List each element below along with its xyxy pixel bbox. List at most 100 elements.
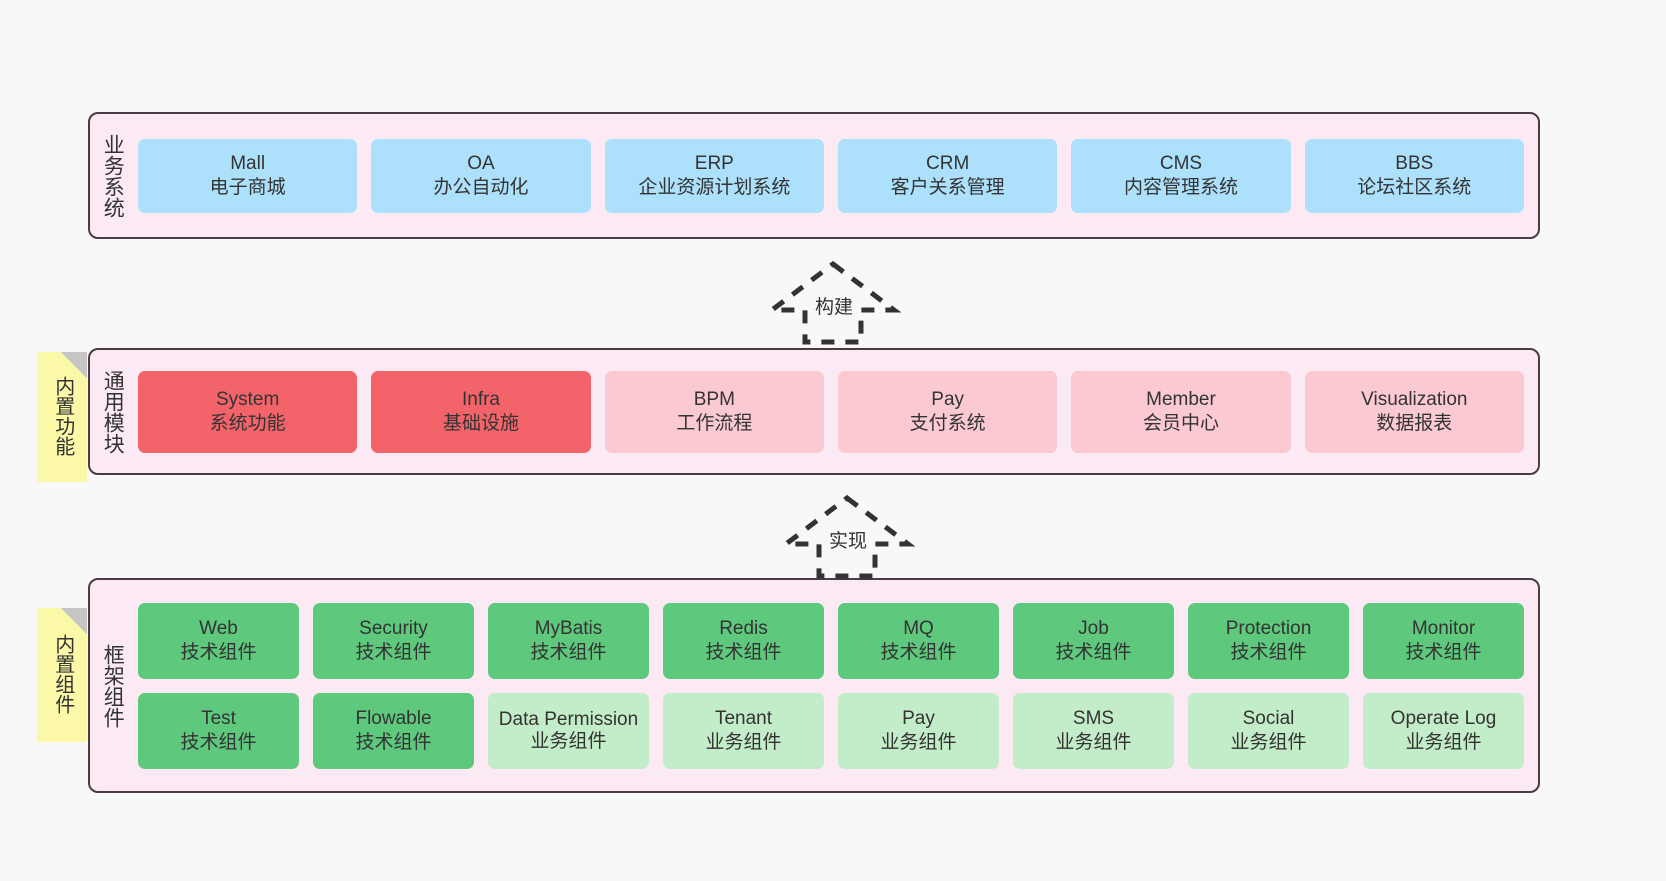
node-cms[interactable]: CMS 内容管理系统: [1071, 138, 1291, 213]
node-oa[interactable]: OA 办公自动化: [371, 138, 591, 213]
node-flowable[interactable]: Flowable 技术组件: [313, 692, 474, 769]
node-monitor[interactable]: Monitor 技术组件: [1363, 602, 1524, 679]
connector-build-label: 构建: [813, 297, 856, 318]
node-redis[interactable]: Redis 技术组件: [663, 602, 824, 679]
node-redis-name: Redis: [719, 617, 768, 639]
node-mq[interactable]: MQ 技术组件: [838, 602, 999, 679]
node-sms-name: SMS: [1072, 707, 1115, 729]
node-pay-module-name: Pay: [931, 388, 965, 410]
node-job-sub: 技术组件: [1055, 641, 1132, 663]
node-monitor-sub: 技术组件: [1405, 641, 1482, 663]
node-redis-sub: 技术组件: [705, 641, 782, 663]
node-test-sub: 技术组件: [180, 731, 257, 753]
node-social-sub: 业务组件: [1230, 731, 1307, 753]
node-data-permission-name: Data Permission: [498, 708, 639, 730]
node-oa-sub: 办公自动化: [433, 176, 529, 198]
node-operate-log-name: Operate Log: [1390, 707, 1497, 729]
node-mybatis[interactable]: MyBatis 技术组件: [488, 602, 649, 679]
node-visualization-sub: 数据报表: [1376, 412, 1453, 434]
node-crm-sub: 客户关系管理: [890, 176, 1005, 198]
connector-build: 构建: [748, 258, 918, 346]
node-member-sub: 会员中心: [1142, 412, 1219, 434]
node-pay-module[interactable]: Pay 支付系统: [837, 370, 1058, 453]
node-sms[interactable]: SMS 业务组件: [1013, 692, 1174, 769]
node-security-sub: 技术组件: [355, 641, 432, 663]
node-social[interactable]: Social 业务组件: [1188, 692, 1349, 769]
node-pay-component-sub: 业务组件: [880, 731, 957, 753]
node-data-permission[interactable]: Data Permission 业务组件: [488, 692, 649, 769]
layer-body-common-module: System 系统功能 Infra 基础设施 BPM 工作流程 Pay 支付系统…: [134, 350, 1538, 473]
layer-business-system: 业务系统 Mall 电子商城 OA 办公自动化 ERP 企业资源计划系统 CRM…: [88, 112, 1540, 239]
connector-implement: 实现: [762, 492, 932, 580]
layer-title-business-system: 业务系统: [101, 133, 125, 218]
node-mall[interactable]: Mall 电子商城: [138, 138, 358, 213]
node-bpm-sub: 工作流程: [676, 412, 753, 434]
row-common-modules: System 系统功能 Infra 基础设施 BPM 工作流程 Pay 支付系统…: [138, 370, 1524, 453]
node-oa-name: OA: [467, 152, 495, 174]
node-system-name: System: [215, 388, 280, 410]
node-tenant-sub: 业务组件: [705, 731, 782, 753]
node-web-sub: 技术组件: [180, 641, 257, 663]
node-erp-sub: 企业资源计划系统: [638, 176, 791, 198]
node-web[interactable]: Web 技术组件: [138, 602, 299, 679]
node-cms-name: CMS: [1159, 152, 1203, 174]
node-bpm[interactable]: BPM 工作流程: [604, 370, 824, 453]
node-tenant-name: Tenant: [714, 707, 773, 729]
node-erp[interactable]: ERP 企业资源计划系统: [604, 138, 824, 213]
sticky-fold-corner-icon: [61, 352, 87, 378]
node-crm[interactable]: CRM 客户关系管理: [837, 138, 1058, 213]
sticky-note-builtin-component-text: 内置组件: [51, 634, 74, 714]
node-bbs-sub: 论坛社区系统: [1357, 176, 1472, 198]
row-tech-components: Web 技术组件 Security 技术组件 MyBatis 技术组件 Redi…: [138, 602, 1524, 679]
connector-build-shape: [764, 260, 902, 345]
layer-body-business-system: Mall 电子商城 OA 办公自动化 ERP 企业资源计划系统 CRM 客户关系…: [134, 114, 1538, 237]
row-business-systems: Mall 电子商城 OA 办公自动化 ERP 企业资源计划系统 CRM 客户关系…: [138, 138, 1524, 213]
node-social-name: Social: [1242, 707, 1295, 729]
node-system-sub: 系统功能: [209, 412, 286, 434]
node-pay-component[interactable]: Pay 业务组件: [838, 692, 999, 769]
node-mybatis-sub: 技术组件: [530, 641, 607, 663]
layer-body-framework-component: Web 技术组件 Security 技术组件 MyBatis 技术组件 Redi…: [134, 580, 1538, 791]
node-crm-name: CRM: [926, 152, 970, 174]
node-cms-sub: 内容管理系统: [1123, 176, 1238, 198]
node-visualization[interactable]: Visualization 数据报表: [1304, 370, 1524, 453]
node-mall-name: Mall: [230, 152, 266, 174]
node-member[interactable]: Member 会员中心: [1071, 370, 1291, 453]
node-protection-sub: 技术组件: [1230, 641, 1307, 663]
node-security[interactable]: Security 技术组件: [313, 602, 474, 679]
layer-title-common-module: 通用模块: [101, 369, 125, 454]
layer-title-framework-component: 框架组件: [101, 643, 125, 728]
node-operate-log[interactable]: Operate Log 业务组件: [1363, 692, 1524, 769]
node-data-permission-sub: 业务组件: [530, 730, 607, 752]
node-infra-sub: 基础设施: [442, 412, 519, 434]
node-system[interactable]: System 系统功能: [138, 370, 358, 453]
node-web-name: Web: [199, 617, 238, 639]
node-protection[interactable]: Protection 技术组件: [1188, 602, 1349, 679]
sticky-note-builtin-component: 内置组件: [37, 608, 87, 742]
node-test-name: Test: [201, 707, 236, 729]
node-visualization-name: Visualization: [1361, 388, 1468, 410]
node-operate-log-sub: 业务组件: [1405, 731, 1482, 753]
node-security-name: Security: [359, 617, 428, 639]
node-erp-name: ERP: [694, 152, 734, 174]
node-infra[interactable]: Infra 基础设施: [371, 370, 591, 453]
node-protection-name: Protection: [1225, 617, 1312, 639]
node-bbs-name: BBS: [1395, 152, 1434, 174]
node-sms-sub: 业务组件: [1055, 731, 1132, 753]
node-mall-sub: 电子商城: [209, 176, 286, 198]
node-flowable-name: Flowable: [355, 707, 432, 729]
connector-implement-label: 实现: [827, 531, 870, 552]
node-test[interactable]: Test 技术组件: [138, 692, 299, 769]
node-job-name: Job: [1078, 617, 1109, 639]
node-pay-component-name: Pay: [902, 707, 935, 729]
connector-implement-shape: [778, 494, 916, 579]
layer-framework-component: 框架组件 Web 技术组件 Security 技术组件 MyBatis 技术组件…: [88, 578, 1540, 793]
node-member-name: Member: [1146, 388, 1216, 410]
node-infra-name: Infra: [461, 388, 500, 410]
node-tenant[interactable]: Tenant 业务组件: [663, 692, 824, 769]
node-bbs[interactable]: BBS 论坛社区系统: [1304, 138, 1524, 213]
row-business-components: Test 技术组件 Flowable 技术组件 Data Permission …: [138, 692, 1524, 769]
node-flowable-sub: 技术组件: [355, 731, 432, 753]
node-mybatis-name: MyBatis: [534, 617, 603, 639]
node-job[interactable]: Job 技术组件: [1013, 602, 1174, 679]
